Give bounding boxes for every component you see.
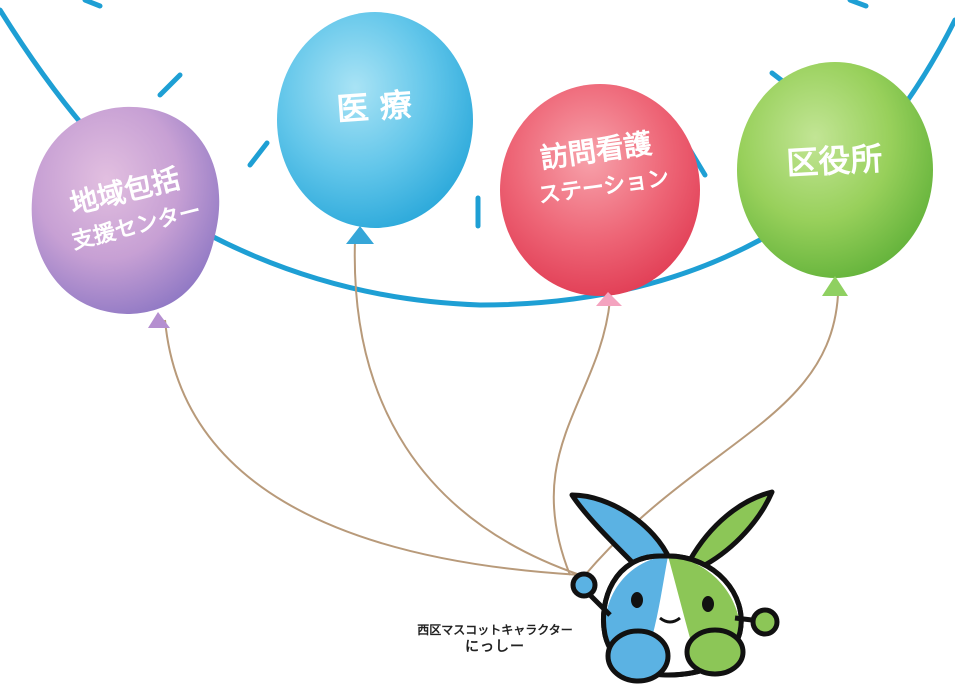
balloon-kuyakusho-label: 区役所 <box>785 140 883 183</box>
mascot-nisshi <box>569 489 780 684</box>
mascot-caption-name: にっしー <box>465 639 525 655</box>
balloon-chiiki: 地域包括 支援センター <box>31 106 220 328</box>
mascot-caption: 西区マスコットキャラクター にっしー <box>395 622 595 656</box>
balloon-houmon: 訪問看護 ステーション <box>500 84 700 306</box>
balloon-iryo-label: 医 療 <box>335 85 414 128</box>
mascot-caption-title: 西区マスコットキャラクター <box>417 623 573 637</box>
balloon-iryo: 医 療 <box>277 12 473 244</box>
balloon-kuyakusho: 区役所 <box>737 62 933 296</box>
